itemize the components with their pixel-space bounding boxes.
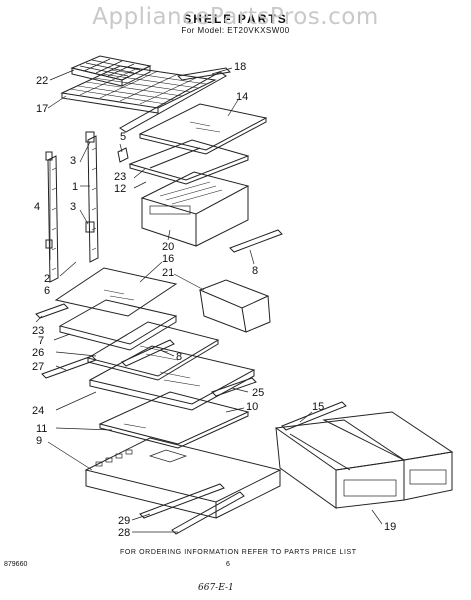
shelf-frame-24 [88,345,256,411]
callout-29: 29 [118,515,131,527]
drawing-code: 879660 [4,561,28,568]
ice-tray-part [70,55,152,87]
callout-7: 7 [38,335,45,347]
crisper-drawers-part [274,411,454,509]
callout-6: 6 [44,285,51,297]
bottom-rod-28 [171,491,245,535]
callout-23-lower: 23 [32,325,45,337]
shelf-frame-7 [58,299,178,351]
callout-24: 24 [32,405,45,417]
callout-10: 10 [246,401,259,413]
callout-27: 27 [32,361,45,373]
callout-21: 21 [162,267,175,279]
callout-8-upper: 8 [252,265,259,277]
callout-25: 25 [252,387,265,399]
shelf-ladder-rails [45,131,99,283]
callout-9: 9 [36,435,43,447]
callout-18: 18 [234,61,247,73]
glass-shelf-16 [54,267,178,317]
glass-shelf-10 [98,391,250,449]
callout-11: 11 [36,423,48,435]
callout-3-upper: 3 [70,155,77,167]
callout-22: 22 [36,75,49,87]
page-number: 6 [226,561,230,568]
callout-17: 17 [36,103,49,115]
trim-rod-upper [229,229,283,253]
trim-strip-27 [41,355,97,379]
callout-1: 1 [72,181,79,193]
shelf-trim-part [119,67,232,133]
callout-12: 12 [114,183,127,195]
callout-16: 16 [162,253,175,265]
callout-14: 14 [236,91,249,103]
crisper-cover-9 [84,437,282,519]
callout-4: 4 [34,201,41,213]
drawer-rail-15 [281,401,347,431]
trim-strip-left [35,303,69,319]
small-bin-part [198,279,271,333]
meat-pan-part [140,171,250,247]
callout-8-middle: 8 [176,351,183,363]
ordering-note: FOR ORDERING INFORMATION REFER TO PARTS … [120,549,357,556]
callout-19: 19 [384,521,397,533]
callout-2: 2 [44,273,51,285]
callout-3-lower: 3 [70,201,77,213]
glass-shelf-upper-part [138,103,268,155]
trim-strip-25 [211,377,257,397]
handwritten-note: 667-E-1 [198,583,234,593]
watermark-text: AppliancePartsPros.com [92,4,379,30]
callout-20: 20 [162,241,175,253]
trim-rod-middle [121,339,175,367]
model-subtitle: For Model: ET20VKXSW00 [181,26,290,35]
callout-15: 15 [312,401,325,413]
callout-5: 5 [120,131,127,143]
wire-shelf-part [60,65,217,114]
callout-26: 26 [32,347,45,359]
page-title: SHELF PARTS [183,12,288,26]
callout-23-upper: 23 [114,171,127,183]
leader-lines [35,67,383,533]
crisper-frame-part [128,139,250,185]
clip-part [117,147,129,163]
glass-shelf-26 [86,321,220,381]
callout-28: 28 [118,527,131,539]
